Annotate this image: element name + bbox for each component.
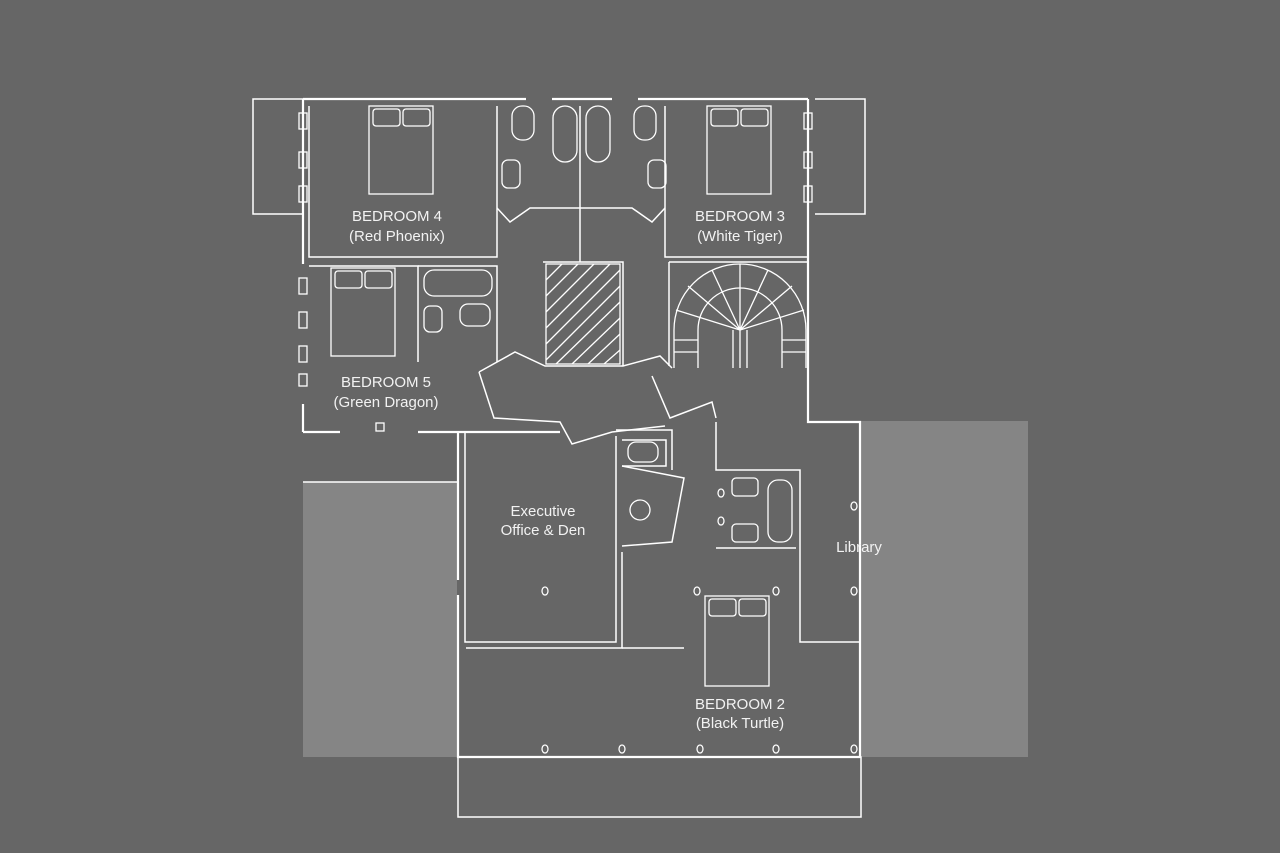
office-line1: Executive bbox=[510, 503, 575, 520]
bedroom2-name: BEDROOM 2 bbox=[695, 696, 785, 713]
interior-walls bbox=[308, 106, 860, 649]
bedroom3-name: BEDROOM 3 bbox=[695, 208, 785, 225]
bedroom4-alias: (Red Phoenix) bbox=[349, 228, 445, 245]
bed-bedroom4 bbox=[368, 105, 434, 195]
bedroom5-name: BEDROOM 5 bbox=[341, 374, 431, 391]
staircase bbox=[673, 263, 807, 368]
library-name: Library bbox=[836, 539, 882, 556]
terrace-right bbox=[860, 421, 1028, 757]
windows-left bbox=[298, 112, 813, 432]
exterior-walls bbox=[301, 97, 862, 759]
bath-fixtures bbox=[423, 105, 793, 543]
terrace-left bbox=[303, 482, 457, 757]
hatched-void bbox=[545, 263, 621, 365]
bed-bedroom5 bbox=[330, 267, 396, 357]
balcony-right bbox=[815, 98, 866, 215]
light-points bbox=[541, 488, 858, 754]
bedroom4-name: BEDROOM 4 bbox=[352, 208, 442, 225]
bed-bedroom2 bbox=[704, 595, 770, 687]
balcony-bottom bbox=[457, 756, 862, 818]
bedroom3-alias: (White Tiger) bbox=[697, 228, 783, 245]
bed-bedroom3 bbox=[706, 105, 772, 195]
balcony-left bbox=[252, 98, 303, 215]
bedroom2-alias: (Black Turtle) bbox=[696, 715, 784, 732]
bedroom5-alias: (Green Dragon) bbox=[333, 394, 438, 411]
office-line2: Office & Den bbox=[501, 522, 586, 539]
